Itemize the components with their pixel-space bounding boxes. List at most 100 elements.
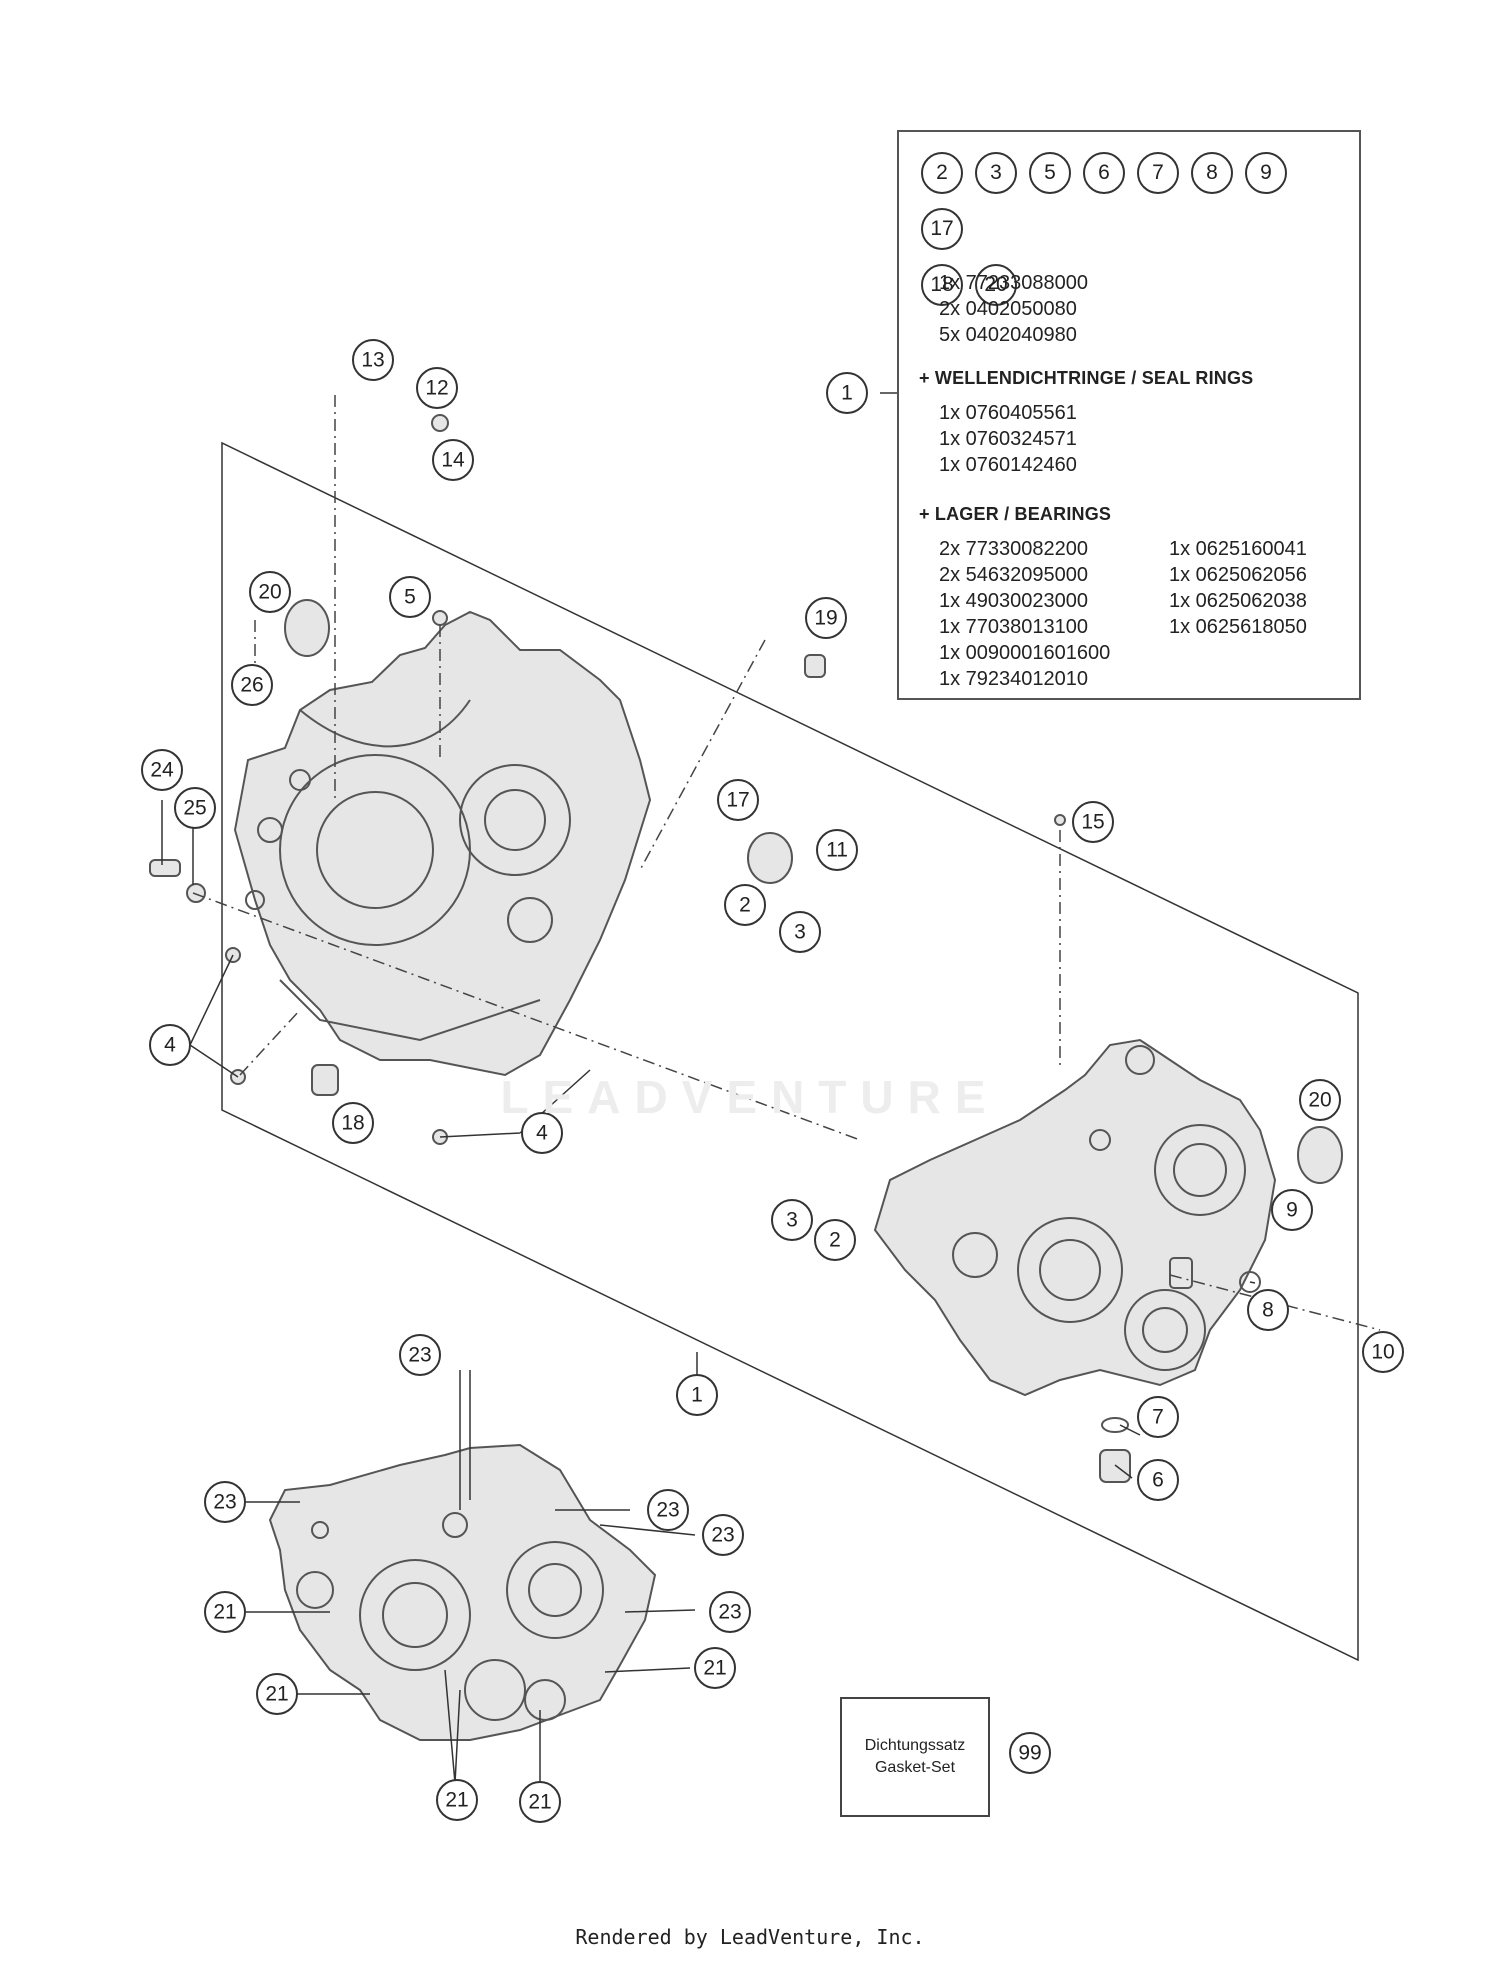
plug-9	[1169, 1257, 1193, 1289]
svg-text:24: 24	[150, 759, 174, 782]
bearings-heading: + LAGER / BEARINGS	[919, 504, 1112, 524]
svg-text:21: 21	[265, 1683, 288, 1706]
svg-text:8: 8	[1262, 1299, 1274, 1322]
small-parts	[149, 414, 1343, 1483]
svg-text:7: 7	[1152, 1406, 1164, 1429]
callout-23-right-2[interactable]: 23	[702, 1514, 744, 1556]
svg-text:3: 3	[794, 921, 806, 944]
callout-11[interactable]: 11	[816, 829, 858, 871]
callout-20-left[interactable]: 20	[249, 571, 291, 613]
callout-2-lower[interactable]: 2	[814, 1219, 856, 1261]
bearing-line: 1x 0625062038	[1169, 590, 1307, 612]
svg-text:20: 20	[258, 581, 281, 604]
seal-line: 1x 0760324571	[939, 428, 1077, 450]
plug-6	[1099, 1449, 1131, 1483]
seal-ring-7	[1101, 1417, 1129, 1433]
callout-25[interactable]: 25	[174, 787, 216, 829]
screw-24	[149, 859, 181, 877]
callout-12[interactable]: 12	[416, 367, 458, 409]
callout-5[interactable]: 5	[389, 576, 431, 618]
callout-24[interactable]: 24	[141, 749, 183, 791]
bearing-17	[747, 832, 793, 884]
callout-15[interactable]: 15	[1072, 801, 1114, 843]
bearing-column-2: 1x 0625160041 1x 0625062056 1x 062506203…	[1169, 536, 1307, 640]
washer-25	[186, 883, 206, 903]
callout-17[interactable]: 17	[717, 779, 759, 821]
callout-1-kit[interactable]: 1	[826, 372, 868, 414]
svg-text:4: 4	[536, 1122, 548, 1145]
callout-21-right[interactable]: 21	[694, 1647, 736, 1689]
callout-4-left[interactable]: 4	[149, 1024, 191, 1066]
callout-3-upper[interactable]: 3	[779, 911, 821, 953]
callout-9[interactable]: 9	[1271, 1189, 1313, 1231]
callout-21-bottom-1[interactable]: 21	[436, 1779, 478, 1821]
kit-callout-7[interactable]: 7	[1137, 152, 1179, 194]
gasket-set-label-de: Dichtungssatz	[864, 1737, 966, 1754]
kit-callout-6[interactable]: 6	[1083, 152, 1125, 194]
svg-text:21: 21	[213, 1601, 236, 1624]
svg-text:2: 2	[829, 1229, 841, 1252]
sleeve-18	[311, 1064, 339, 1096]
seal-line: 1x 0760405561	[939, 402, 1077, 424]
callout-21-left-2[interactable]: 21	[256, 1673, 298, 1715]
kit-callout-9[interactable]: 9	[1245, 152, 1287, 194]
callout-3-lower[interactable]: 3	[771, 1199, 813, 1241]
callout-6[interactable]: 6	[1137, 1459, 1179, 1501]
left-crankcase-half	[233, 610, 652, 1077]
callout-26[interactable]: 26	[231, 664, 273, 706]
callout-4-bottom[interactable]: 4	[521, 1112, 563, 1154]
callout-18[interactable]: 18	[332, 1102, 374, 1144]
kit-callout-20[interactable]: 20	[975, 264, 1017, 306]
callout-21-left-1[interactable]: 21	[204, 1591, 246, 1633]
svg-text:19: 19	[814, 607, 837, 630]
kit-callout-8[interactable]: 8	[1191, 152, 1233, 194]
callout-1-assembly[interactable]: 1	[676, 1374, 718, 1416]
footer-credit: Rendered by LeadVenture, Inc.	[575, 1925, 925, 1949]
svg-text:21: 21	[445, 1789, 468, 1812]
svg-text:3: 3	[786, 1209, 798, 1232]
seal-ring-8	[1239, 1271, 1261, 1293]
svg-text:13: 13	[361, 349, 384, 372]
svg-text:99: 99	[1018, 1742, 1041, 1765]
callout-19[interactable]: 19	[805, 597, 847, 639]
dowel-19	[804, 654, 826, 678]
bearing-line: 1x 77038013100	[939, 616, 1089, 638]
assembled-crankcase-view	[268, 1443, 657, 1741]
kit-callout-18[interactable]: 18	[921, 264, 963, 306]
svg-text:23: 23	[718, 1601, 741, 1624]
callout-14[interactable]: 14	[432, 439, 474, 481]
right-crankcase-half	[873, 1038, 1277, 1397]
callout-10[interactable]: 10	[1362, 1331, 1404, 1373]
callout-20-right[interactable]: 20	[1299, 1079, 1341, 1121]
callout-8[interactable]: 8	[1247, 1289, 1289, 1331]
callout-23-left[interactable]: 23	[204, 1481, 246, 1523]
bearing-line: 2x 77330082200	[939, 538, 1089, 560]
svg-text:20: 20	[1308, 1089, 1331, 1112]
alignment-lines	[192, 395, 1381, 1331]
callout-7[interactable]: 7	[1137, 1396, 1179, 1438]
seal-ring-20-right	[1297, 1126, 1343, 1184]
svg-text:25: 25	[183, 797, 206, 820]
callout-21-bottom-2[interactable]: 21	[519, 1781, 561, 1823]
bearing-line: 1x 0625160041	[1169, 538, 1307, 560]
callout-99[interactable]: 99	[1009, 1732, 1051, 1774]
callout-23-right-3[interactable]: 23	[709, 1591, 751, 1633]
callout-13[interactable]: 13	[352, 339, 394, 381]
bearing-line: 1x 49030023000	[939, 590, 1089, 612]
gasket-set-box[interactable]: Dichtungssatz Gasket-Set	[840, 1697, 990, 1817]
seal-line: 1x 0760142460	[939, 454, 1077, 476]
svg-text:23: 23	[408, 1344, 431, 1367]
svg-text:23: 23	[711, 1524, 734, 1547]
svg-text:10: 10	[1371, 1341, 1394, 1364]
callout-2-upper[interactable]: 2	[724, 884, 766, 926]
seal-ring-lines: 1x 0760405561 1x 0760324571 1x 076014246…	[939, 400, 1077, 478]
kit-callout-17[interactable]: 17	[921, 208, 963, 250]
kit-callout-2[interactable]: 2	[921, 152, 963, 194]
plug-5	[432, 610, 448, 626]
callout-23-top[interactable]: 23	[399, 1334, 441, 1376]
kit-callout-3[interactable]: 3	[975, 152, 1017, 194]
screw-14	[431, 414, 449, 432]
bearing-line: 1x 0625062056	[1169, 564, 1307, 586]
kit-callout-5[interactable]: 5	[1029, 152, 1071, 194]
callout-23-right-1[interactable]: 23	[647, 1489, 689, 1531]
